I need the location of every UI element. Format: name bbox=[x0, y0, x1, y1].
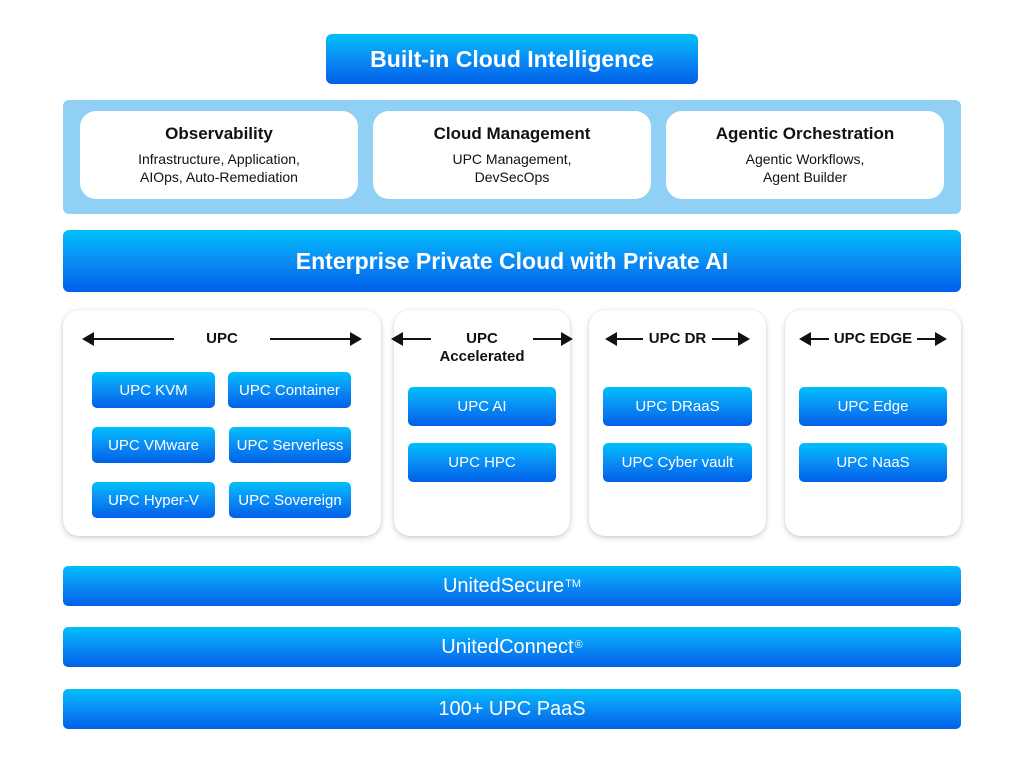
card-title: Cloud Management bbox=[433, 124, 591, 143]
observability-card: Observability Infrastructure, Applicatio… bbox=[80, 111, 358, 199]
item-label: UPC Hyper-V bbox=[108, 491, 199, 509]
group-label: UPC bbox=[206, 330, 238, 347]
arrow-right-icon bbox=[917, 330, 948, 348]
group-header: UPC EDGE bbox=[785, 330, 961, 348]
item-label: UPC Cyber vault bbox=[621, 454, 734, 471]
enterprise-private-cloud-bar: Enterprise Private Cloud with Private AI bbox=[63, 230, 961, 292]
item-label: UPC NaaS bbox=[836, 454, 910, 471]
group-label: UPC EDGE bbox=[833, 330, 913, 347]
item-label: UPC HPC bbox=[448, 454, 516, 471]
upc-kvm-box: UPC KVM bbox=[92, 372, 215, 408]
upc-vmware-box: UPC VMware bbox=[92, 427, 215, 463]
upc-edge-box: UPC Edge bbox=[799, 387, 947, 426]
trademark-mark: TM bbox=[565, 578, 582, 590]
item-label: UPC Container bbox=[239, 381, 340, 399]
item-label: UPC Sovereign bbox=[238, 491, 342, 509]
header-title: Built-in Cloud Intelligence bbox=[370, 45, 654, 72]
arrow-left-icon bbox=[82, 330, 175, 348]
upc-draas-box: UPC DRaaS bbox=[603, 387, 752, 426]
upc-hyper-v-box: UPC Hyper-V bbox=[92, 482, 215, 518]
united-connect-bar: UnitedConnect® bbox=[63, 627, 961, 667]
intelligence-panel: Observability Infrastructure, Applicatio… bbox=[63, 100, 961, 214]
built-in-cloud-intelligence-header: Built-in Cloud Intelligence bbox=[326, 34, 698, 84]
item-label: UPC VMware bbox=[108, 436, 199, 454]
upc-serverless-box: UPC Serverless bbox=[229, 427, 351, 463]
upc-cyber-vault-box: UPC Cyber vault bbox=[603, 443, 752, 482]
group-header: UPC Accelerated bbox=[391, 330, 573, 366]
bar-label: 100+ UPC PaaS bbox=[438, 697, 586, 720]
item-label: UPC DRaaS bbox=[635, 398, 720, 415]
arrow-right-icon bbox=[532, 330, 573, 348]
item-label: UPC KVM bbox=[119, 381, 188, 399]
agentic-orchestration-card: Agentic Orchestration Agentic Workflows,… bbox=[666, 111, 944, 199]
upc-ai-box: UPC AI bbox=[408, 387, 556, 426]
bar-label: UnitedConnect bbox=[441, 635, 574, 658]
upc-paas-bar: 100+ UPC PaaS bbox=[63, 689, 961, 729]
upc-container-box: UPC Container bbox=[228, 372, 351, 408]
upc-hpc-box: UPC HPC bbox=[408, 443, 556, 482]
upc-accelerated-group-card: UPC Accelerated UPC AI UPC HPC bbox=[391, 310, 573, 536]
upc-group-card: UPC UPC KVM UPC Container UPC VMware UPC… bbox=[63, 310, 381, 536]
upc-dr-group-card: UPC DR UPC DRaaS UPC Cyber vault bbox=[589, 310, 766, 536]
group-label: UPC Accelerated bbox=[439, 330, 525, 365]
upc-edge-group-card: UPC EDGE UPC Edge UPC NaaS bbox=[785, 310, 961, 536]
group-label: UPC DR bbox=[648, 330, 707, 347]
card-description: Agentic Workflows, Agent Builder bbox=[745, 151, 865, 185]
group-header: UPC bbox=[63, 330, 381, 348]
arrow-left-icon bbox=[798, 330, 829, 348]
bar-label: Enterprise Private Cloud with Private AI bbox=[295, 247, 729, 274]
card-title: Observability bbox=[165, 124, 273, 143]
arrow-left-icon bbox=[391, 330, 432, 348]
item-label: UPC AI bbox=[457, 398, 507, 415]
card-description: Infrastructure, Application, AIOps, Auto… bbox=[138, 151, 300, 185]
bar-label: UnitedSecure bbox=[442, 574, 565, 597]
arrow-left-icon bbox=[604, 330, 643, 348]
card-title: Agentic Orchestration bbox=[715, 124, 895, 143]
item-label: UPC Edge bbox=[837, 398, 909, 415]
card-description: UPC Management, DevSecOps bbox=[452, 151, 572, 185]
item-label: UPC Serverless bbox=[236, 436, 344, 454]
arrow-right-icon bbox=[269, 330, 362, 348]
group-header: UPC DR bbox=[589, 330, 766, 348]
cloud-management-card: Cloud Management UPC Management, DevSecO… bbox=[373, 111, 651, 199]
arrow-right-icon bbox=[712, 330, 751, 348]
upc-naas-box: UPC NaaS bbox=[799, 443, 947, 482]
upc-sovereign-box: UPC Sovereign bbox=[229, 482, 351, 518]
registered-mark: ® bbox=[574, 639, 583, 651]
